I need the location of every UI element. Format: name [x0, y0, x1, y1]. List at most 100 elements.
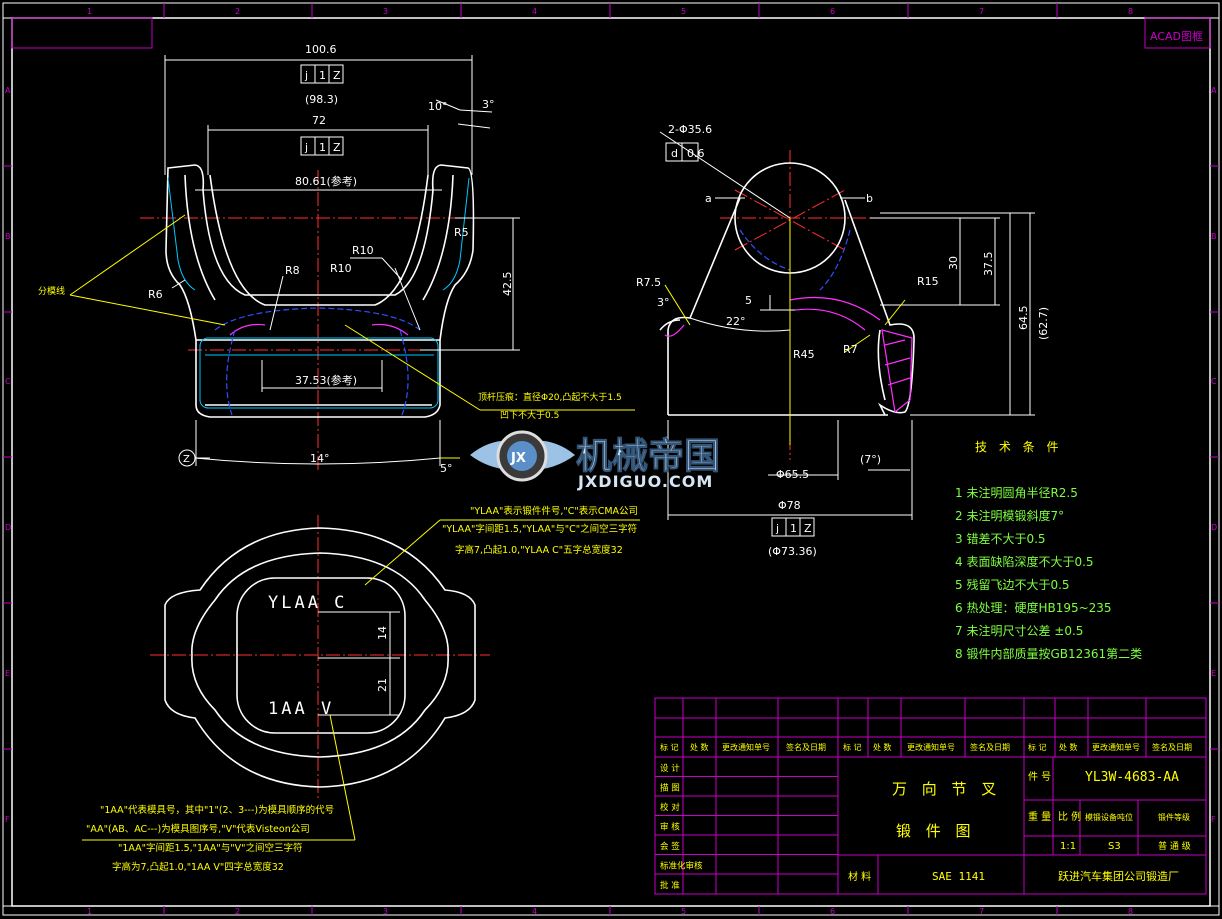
top-view: YLAA C 1AA V 14 21 "YLAA"表示锻件件号,"C"表示CMA… [82, 505, 640, 873]
frame-col-bottom-7: 7 [979, 907, 984, 916]
company: 跃进汽车集团公司锻造厂 [1058, 869, 1179, 883]
rev-header-5: 处 数 [873, 742, 892, 752]
rev-header-7: 签名及日期 [970, 742, 1010, 752]
frame-row-right-F: F [1211, 815, 1216, 824]
datum-front-2-text-1: 1 [319, 141, 326, 154]
tolerance-text-0: d [671, 147, 678, 160]
dim-height: 42.5 [501, 272, 514, 297]
note-flash-1: 顶杆压痕：直径Φ20,凸起不大于1.5 [478, 391, 622, 403]
radius-r5: R5 [454, 226, 469, 239]
datum-side-text-1: 1 [790, 522, 797, 535]
frame-row-left-C: C [5, 377, 11, 386]
note-bottom-1: "1AA"代表模具号，其中"1"(2、3---)为模具顺序的代号 [100, 804, 334, 816]
radius-r45: R45 [793, 348, 815, 361]
frame-row-right-C: C [1211, 377, 1217, 386]
rev-header-1: 处 数 [690, 742, 709, 752]
angle-left: 10° [428, 100, 448, 113]
part-name-2: 锻 件 图 [896, 822, 976, 840]
radius-r15: R15 [917, 275, 939, 288]
sign-row-6: 批 准 [660, 880, 680, 891]
datum-front-1-cell-2 [328, 64, 344, 84]
stamp-top: YLAA C [268, 593, 347, 613]
tech-requirements: 技 术 条 件 1 未注明圆角半径R2.52 未注明模锻斜度7°3 错差不大于0… [955, 440, 1142, 661]
note-bottom-4: 字高为7,凸起1.0,"1AA V"四字总宽度32 [112, 861, 284, 873]
tech-item-6: 6 热处理：硬度HB195~235 [955, 600, 1112, 615]
material-label: 材 料 [848, 870, 871, 883]
radius-r75: R7.5 [636, 276, 661, 289]
radius-r8: R8 [285, 264, 300, 277]
watermark-logo: JX 机械帝国 JXDIGUO.COM [470, 430, 721, 491]
dim-655: Φ65.5 [776, 468, 809, 481]
weight-label: 重 量 [1028, 810, 1051, 823]
tech-item-3: 3 错差不大于0.5 [955, 532, 1046, 546]
datum-label-z: Z [183, 454, 190, 465]
frame-col-bottom-5: 5 [681, 907, 686, 916]
dim-627: (62.7) [1037, 307, 1050, 340]
rev-header-4: 标 记 [843, 742, 862, 752]
note-bottom-3: "1AA"字间距1.5,"1AA"与"V"之间空三字符 [118, 842, 302, 854]
material: SAE 1141 [932, 870, 985, 883]
radius-r7: R7 [843, 343, 858, 356]
scale-label: 比 例 [1058, 810, 1081, 823]
rev-header-3: 签名及日期 [786, 742, 826, 752]
equipment-value: S3 [1108, 841, 1121, 852]
sign-row-2: 校 对 [660, 802, 680, 813]
frame-col-top-4: 4 [532, 7, 537, 16]
rev-header-8: 标 记 [1028, 742, 1047, 752]
frame-col-top-8: 8 [1128, 7, 1133, 16]
frame-col-top-6: 6 [830, 7, 835, 16]
datum-front-2-text-2: Z [333, 141, 341, 154]
note-bottom-2: "AA"(AB、AC---)为模具图序号,"V"代表Visteon公司 [86, 823, 310, 835]
tech-item-7: 7 未注明尺寸公差 ±0.5 [955, 623, 1083, 638]
frame-col-bottom-6: 6 [830, 907, 835, 916]
frame-col-top-3: 3 [383, 7, 388, 16]
radius-r10-a: R10 [352, 244, 374, 257]
dim-angle-bottom: 14° [310, 452, 330, 465]
dim-bottom-ref: 37.53(参考) [295, 373, 357, 387]
rev-header-9: 处 数 [1059, 742, 1078, 752]
frame-col-bottom-2: 2 [235, 907, 240, 916]
part-no: YL3W-4683-AA [1085, 770, 1179, 785]
frame-col-top-1: 1 [87, 7, 92, 16]
datum-side-text-2: Z [804, 522, 812, 535]
radius-r10-b: R10 [330, 262, 352, 275]
grade-label: 锻件等级 [1158, 812, 1190, 822]
sign-row-0: 设 计 [660, 763, 680, 774]
tech-item-8: 8 锻件内部质量按GB12361第二类 [955, 646, 1142, 661]
dim-78: Φ78 [778, 499, 801, 512]
tech-heading: 技 术 条 件 [975, 440, 1062, 454]
equipment-label: 模锻设备吨位 [1085, 812, 1133, 822]
title-block: 标 记处 数更改通知单号签名及日期标 记处 数更改通知单号签名及日期标 记处 数… [654, 697, 1207, 895]
note-flash-2: 凹下不大于0.5 [500, 409, 559, 421]
radius-r6: R6 [148, 288, 163, 301]
corner-stamp: ACAD图框 [1150, 30, 1203, 43]
dim-hole: 2-Φ35.6 [668, 123, 712, 136]
rev-header-11: 签名及日期 [1152, 742, 1192, 752]
frame-row-left-F: F [5, 815, 10, 824]
rev-header-0: 标 记 [660, 742, 679, 752]
frame-row-right-A: A [1211, 86, 1217, 95]
tech-item-5: 5 残留飞边不大于0.5 [955, 578, 1070, 592]
dim-ref-width: 80.61(参考) [295, 174, 357, 188]
frame-row-right-B: B [1211, 232, 1217, 241]
dim-7336: (Φ73.36) [768, 545, 817, 558]
sign-row-4: 会 签 [660, 841, 680, 852]
sign-row-1: 描 图 [660, 783, 680, 794]
parting-line-label: 分模线 [38, 285, 65, 297]
tech-item-1: 1 未注明圆角半径R2.5 [955, 485, 1078, 500]
label-b: b [866, 192, 873, 205]
stamp-bottom: 1AA V [268, 699, 334, 719]
angle-5: 5° [440, 462, 453, 475]
dim-top-ref: (98.3) [305, 93, 338, 106]
tolerance-cell-1 [681, 142, 699, 162]
frame-col-top-5: 5 [681, 7, 686, 16]
frame-col-bottom-3: 3 [383, 907, 388, 916]
watermark-badge: JX [510, 451, 526, 466]
note-top-3: 字高7,凸起1.0,"YLAA C"五字总宽度32 [455, 544, 623, 556]
